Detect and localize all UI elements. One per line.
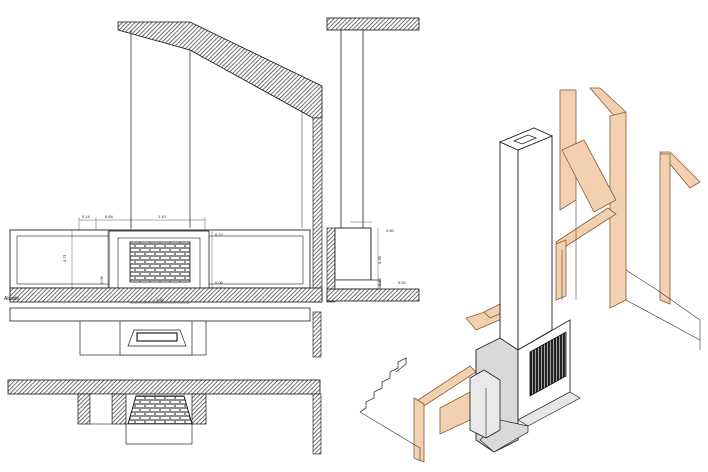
brick-firebox [129,241,191,283]
room-outline-far [625,299,701,341]
firebox-grate [529,331,567,397]
side-ceiling-slab [326,17,420,31]
dim-label: 0.71 [62,253,67,262]
chimney-side [517,135,553,351]
dim-label: 1.10 [158,214,167,219]
plan-upper-opening [136,332,178,342]
front-floor-slab [9,287,323,303]
plan-lower-box [89,393,113,425]
dim-label: 0.72 [215,232,224,237]
side-chimney [340,29,364,231]
dim-label: 1.40 [156,297,165,302]
stair-outline [359,411,421,460]
side-section: 0.50 0.38 0.10 0.52 [326,17,420,303]
plan-view-upper [9,307,322,358]
front-top-dimensions: 0.14 0.84 1.10 [78,214,206,232]
plan-upper-wall [312,311,322,358]
dim-label: 0.52 [398,280,407,285]
plan-lower-wall [312,393,322,455]
firebox-hearth [517,391,581,427]
side-floor-slab [326,288,420,302]
plan-view-lower [7,379,322,455]
chimney-front [499,141,519,351]
plan-lower-firebox [127,395,193,425]
elevation-label: Alçado [4,296,20,302]
side-firebox [334,227,372,281]
dim-label: 0.06 [99,275,104,284]
dim-label: 0.50 [386,228,395,233]
roof-slab [117,21,323,119]
dim-label: 0.10 [377,277,382,286]
plan-upper-slab [9,307,311,322]
room-outline-right [625,269,701,350]
plan-lower-slab [7,379,321,395]
front-right-wall [312,117,323,303]
left-pier [469,369,501,439]
plan-lower-pier-left [77,393,91,425]
timber-frame [413,87,701,463]
dim-label: 0.14 [82,214,91,219]
side-hearth [334,279,381,290]
front-elevation: 0.14 0.84 1.10 0.71 0.06 0.72 0.06 1.40 … [4,21,323,304]
dim-label: 0.38 [377,255,382,264]
plan-lower-pier-right [191,393,207,425]
plan-lower-pier-mid [111,393,127,425]
chimney-flue-opening [512,134,538,145]
isometric-view [359,87,701,463]
plan-lower-hearth [125,423,193,445]
dim-label: 0.84 [105,214,114,219]
dim-label: 0.06 [215,280,224,285]
stairs [359,357,407,413]
